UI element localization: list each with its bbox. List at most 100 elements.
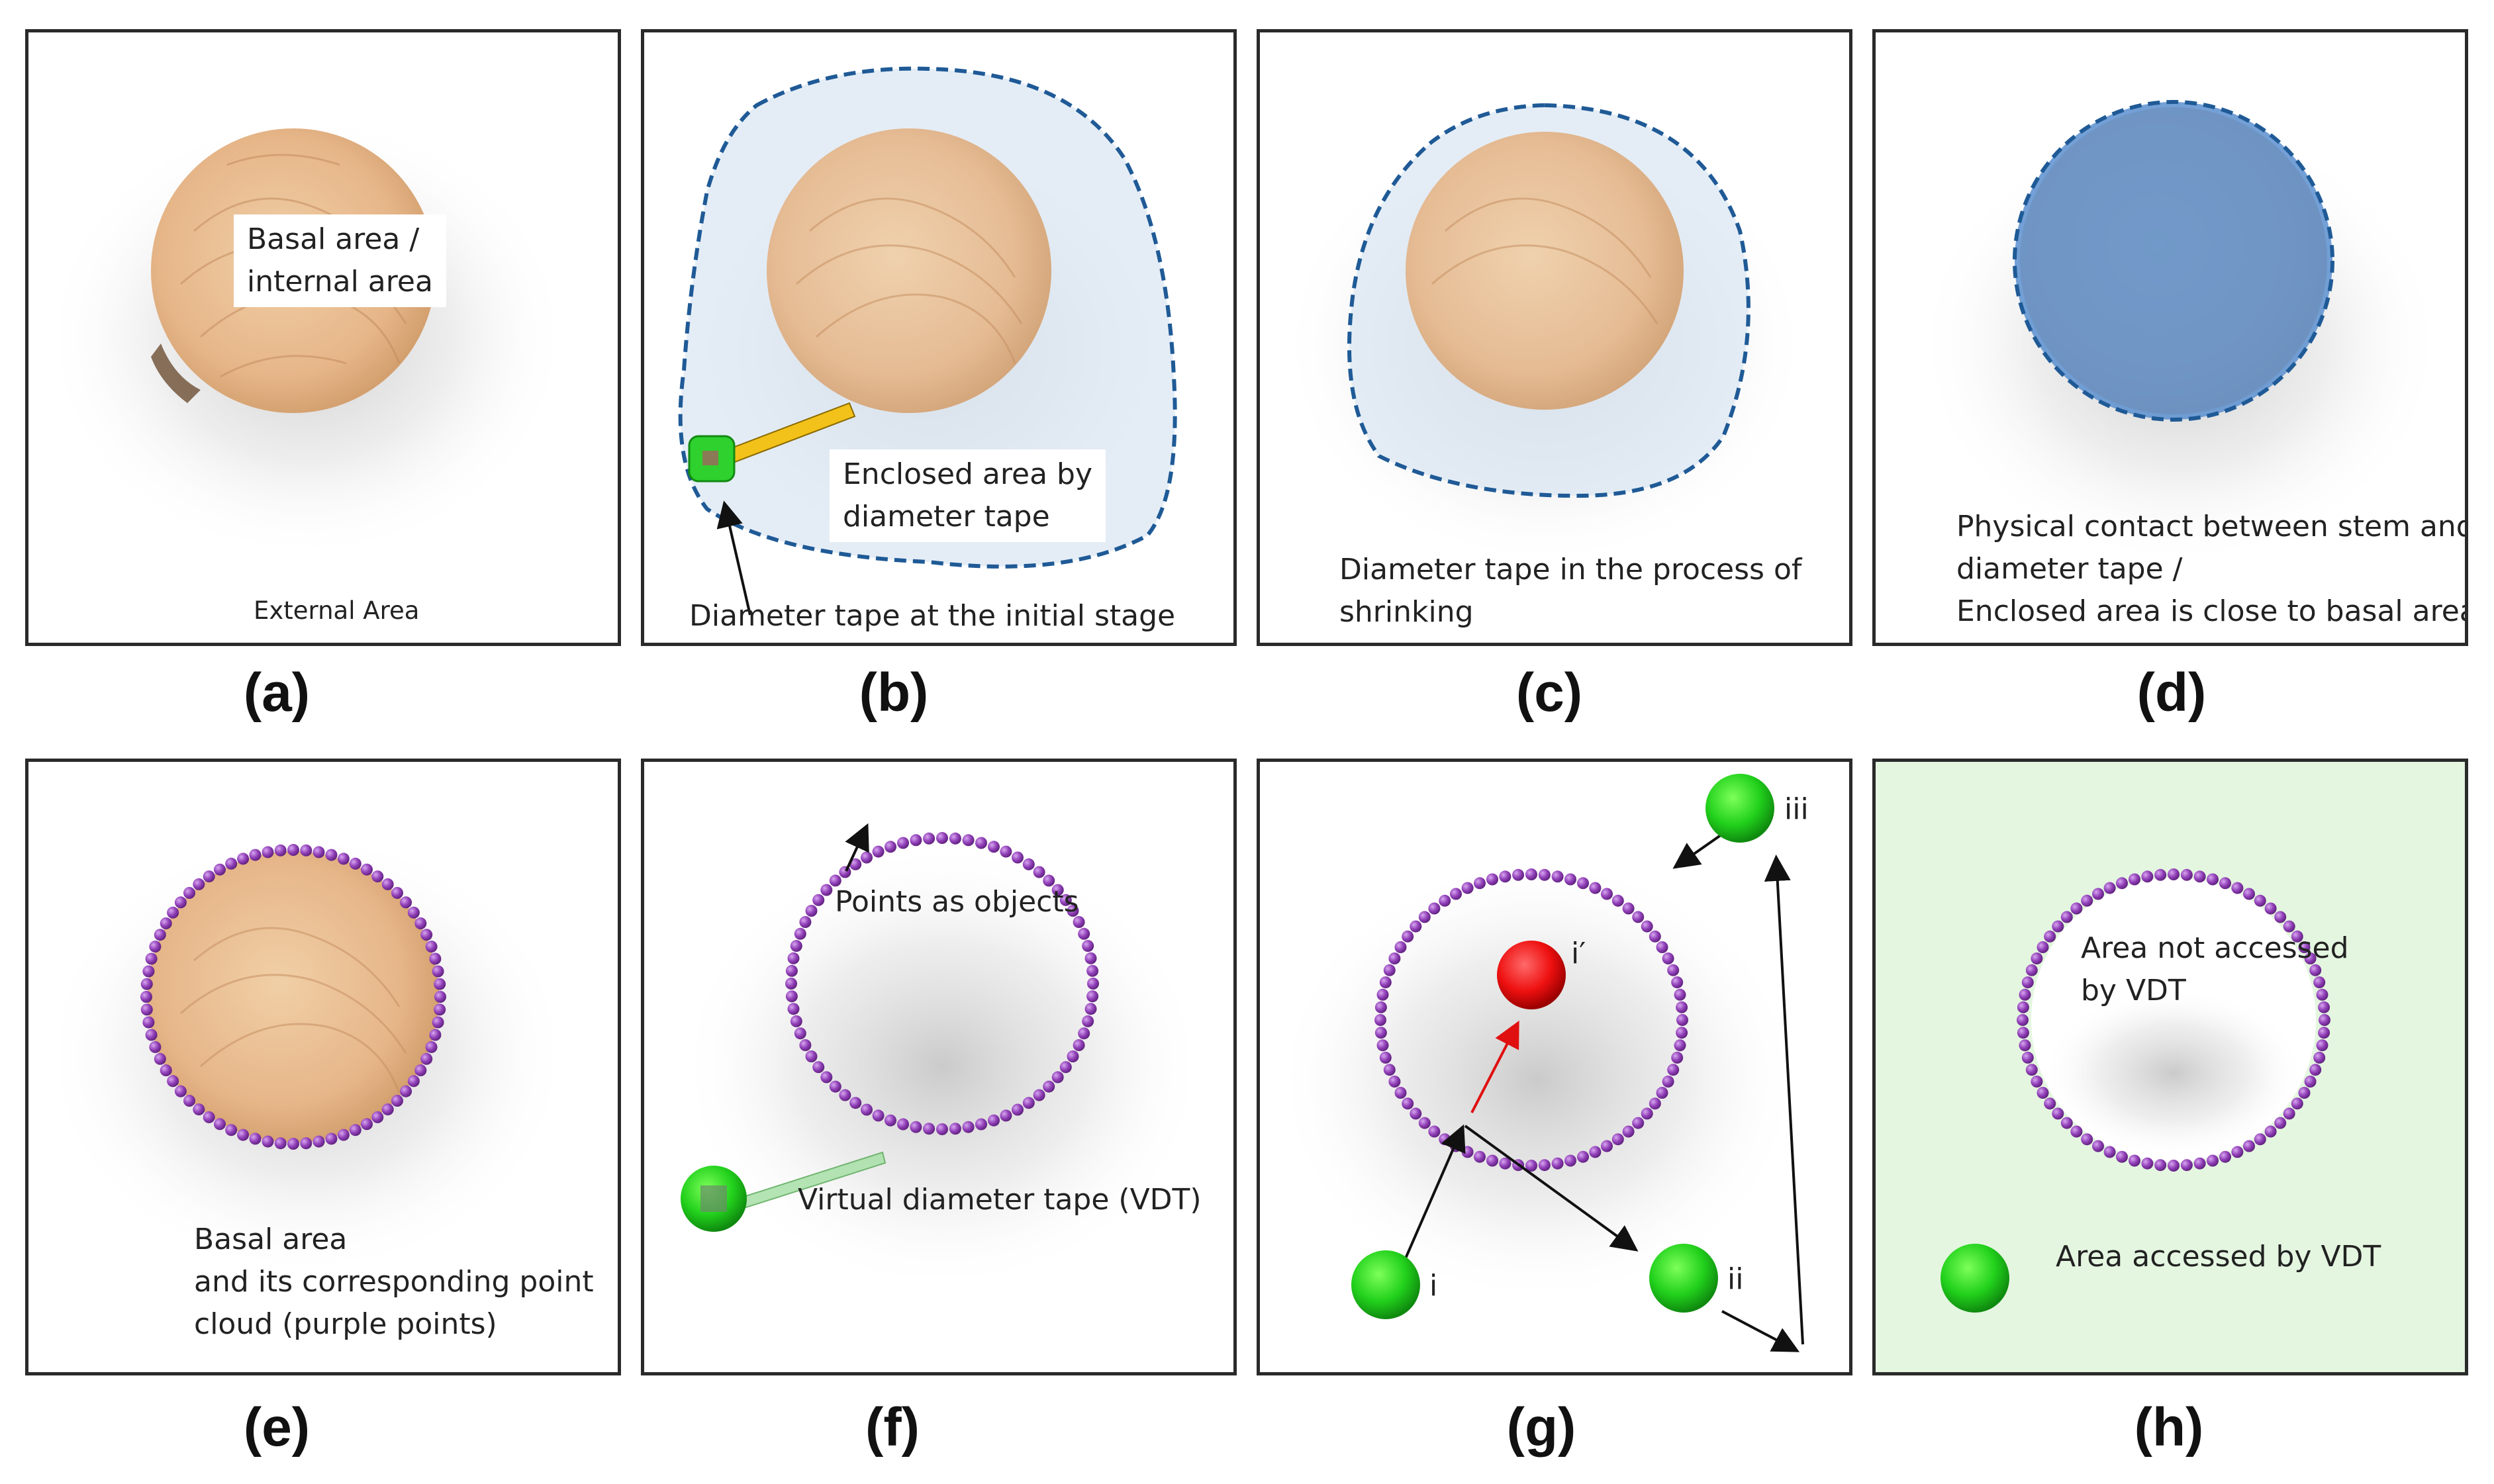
cloud-point [2283,1107,2295,1120]
cloud-point [407,906,420,919]
cloud-point [790,1015,802,1027]
cloud-point [2219,1150,2231,1163]
cloud-point [962,834,975,847]
cloud-point [2060,1117,2073,1129]
cloud-point [325,1133,338,1145]
cloud-point [1601,888,1613,900]
cloud-point [2274,1117,2287,1129]
cloud-point [1000,1109,1012,1122]
tape-initial-label: Diameter tape at the initial stage [689,599,1176,633]
cloud-point [140,1003,153,1016]
cloud-point [2021,1051,2034,1064]
cloud-point [1676,1014,1688,1026]
point-cloud [1374,868,1688,1172]
cloud-point [1379,1051,1392,1064]
cloud-point [1564,1154,1576,1167]
shrinking-label: Diameter tape in the process of shrinkin… [1339,553,1802,629]
cloud-point [2103,1146,2116,1158]
cloud-point [1662,952,1674,964]
vdt-position-ii [1649,1244,1718,1313]
cloud-point [839,866,851,878]
cloud-point [1043,874,1055,887]
cloud-point [2264,902,2277,915]
cloud-point [420,1052,433,1065]
cloud-point [1667,1064,1680,1076]
cloud-point [923,1123,935,1135]
cloud-point [849,858,862,870]
cloud-point [2141,1157,2154,1170]
cloud-point [2298,1087,2311,1099]
cloud-point [312,846,325,858]
cloud-point [1078,927,1090,940]
cloud-point [1033,866,1045,878]
cloud-point [1538,868,1551,881]
cloud-point [861,1103,873,1116]
cloud-point [820,1071,833,1084]
cloud-point [1428,902,1441,915]
cloud-point [949,1123,961,1135]
cloud-point [2031,952,2043,964]
points-as-objects-label: Points as objects [835,885,1079,919]
cloud-point [1656,1087,1668,1099]
cloud-point [936,832,948,844]
cloud-point [2254,1133,2266,1146]
vdt-ball [1941,1244,2009,1313]
cloud-point [2025,964,2038,976]
cloud-point [312,1135,325,1148]
panel-g-label: (g) [1506,1397,1576,1458]
cloud-point [2243,1140,2255,1152]
marker-ii: ii [1727,1262,1744,1296]
cloud-point [1022,1097,1035,1109]
cloud-point [2298,941,2311,953]
cloud-point [1418,911,1431,923]
cloud-point [2019,988,2031,1001]
stem-cross-section [767,128,1051,413]
blocked-position-i-prime [1497,941,1566,1009]
cloud-point [1012,851,1024,864]
cloud-point [1589,1146,1602,1158]
panel-h: Area not accessed by VDT Area accessed b… [1872,759,2468,1375]
panel-d: Physical contact between stem and diamet… [1872,29,2468,646]
cloud-point [1611,894,1624,907]
cloud-point [262,1135,274,1148]
cloud-point [2318,1001,2330,1013]
point-cloud-label: Basal area and its corresponding point c… [194,1223,594,1341]
cloud-point [1374,1027,1387,1039]
cloud-point [2017,1027,2029,1039]
enclosed-area-label: Enclosed area by diameter tape [830,449,1106,542]
cloud-point [1486,1154,1498,1167]
panel-c: Diameter tape in the process of shrinkin… [1257,29,1852,646]
cloud-point [337,1129,350,1141]
cloud-point [300,1137,312,1150]
cloud-point [429,952,442,965]
cloud-point [1051,1071,1064,1084]
cloud-point [140,978,153,990]
cloud-point [805,1050,818,1062]
cloud-point [2309,964,2322,976]
panel-f: Points as objects Virtual diameter tape … [641,759,1237,1375]
cloud-point [214,1118,226,1131]
cloud-point [2193,1157,2206,1170]
cloud-point [897,837,909,849]
cloud-point [1632,911,1645,923]
cloud-point [2052,920,2064,933]
cloud-point [1450,888,1462,900]
cloud-point [337,853,350,865]
external-area-label: External Area [254,596,420,625]
cloud-point [1512,868,1525,881]
cloud-point [167,906,179,919]
cloud-point [154,929,166,941]
cloud-point [183,1095,195,1107]
cloud-point [2154,1159,2167,1172]
cloud-point [287,1138,299,1150]
cloud-point [325,849,338,861]
cloud-point [434,1003,446,1016]
cloud-point [2031,1076,2043,1088]
cloud-point [2219,877,2231,890]
cloud-point [839,1089,851,1101]
not-accessed-label: Area not accessed by VDT [2081,931,2349,1007]
cloud-point [1073,916,1085,928]
cloud-point [2309,1064,2322,1076]
cloud-point [2092,888,2104,900]
cloud-point [145,952,158,965]
